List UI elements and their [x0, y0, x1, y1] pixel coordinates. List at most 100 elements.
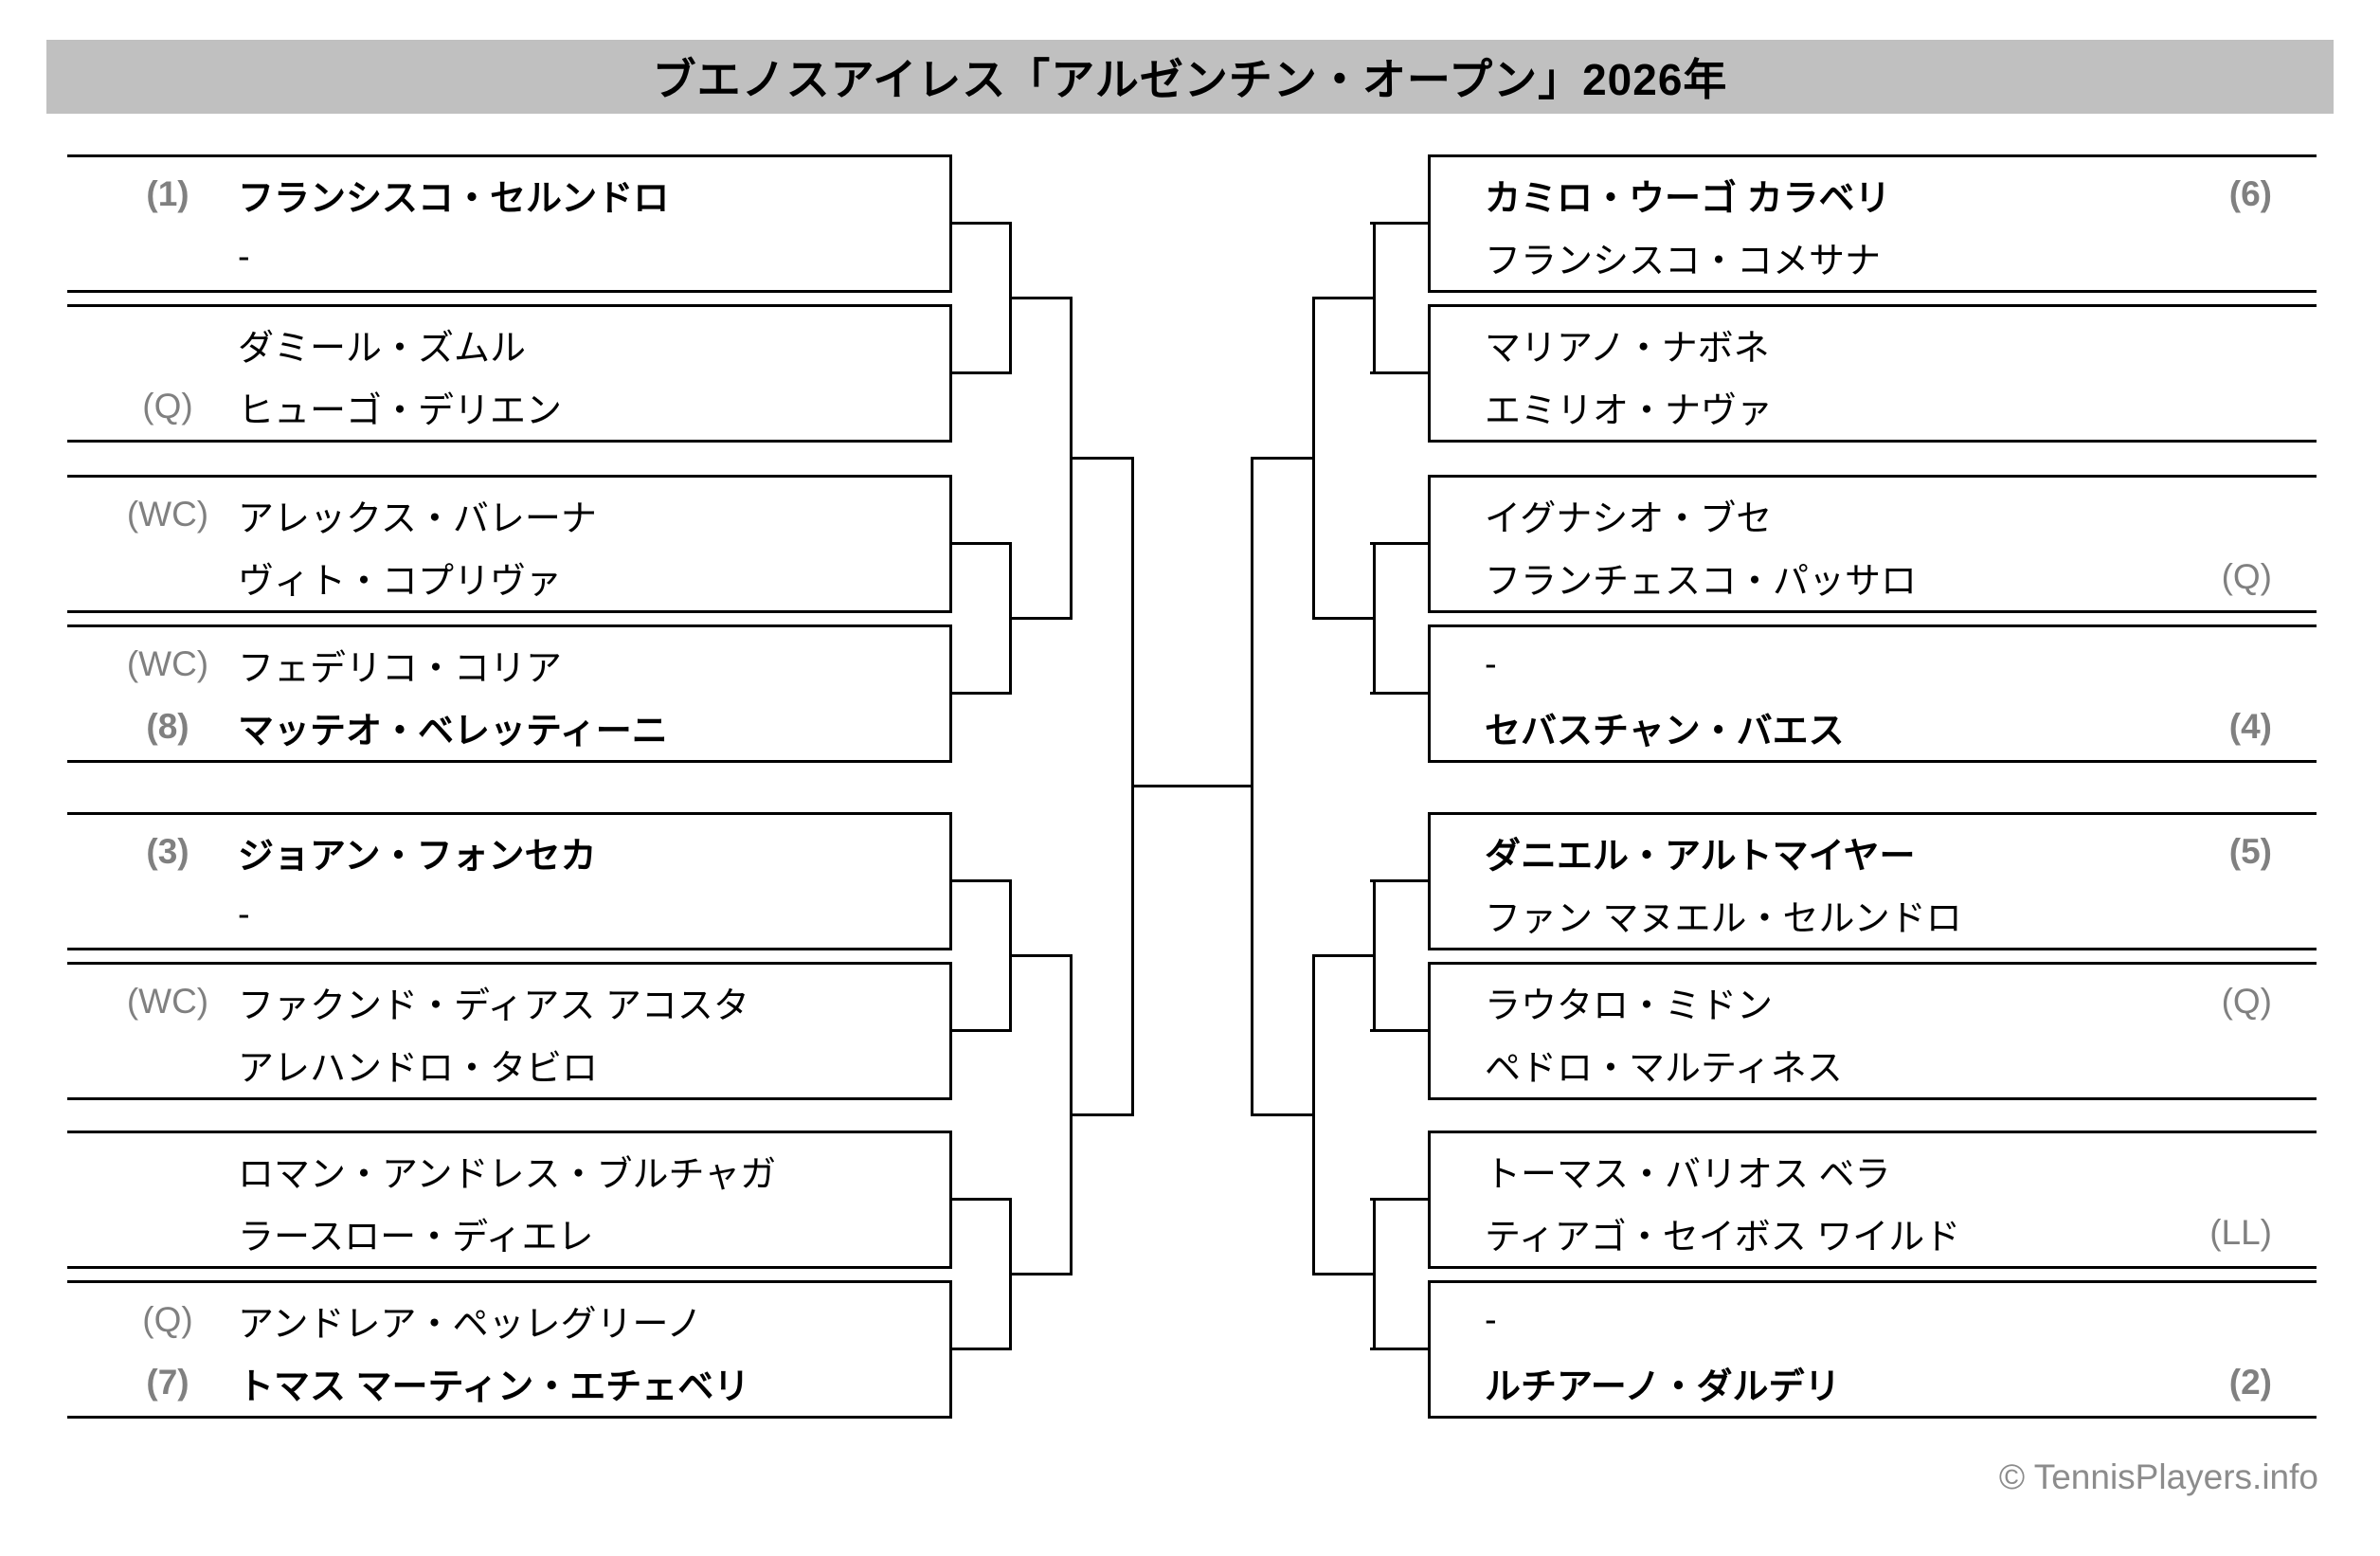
bracket-line: [1370, 879, 1431, 882]
player-name: -: [238, 894, 250, 934]
player-row: (WC) アレックス・バレーナ: [67, 484, 952, 545]
bracket-line: [1251, 457, 1315, 460]
player-name: ファクンド・ディアス アコスタ: [238, 986, 749, 1026]
bracket-line: [1312, 617, 1376, 620]
player-row: ロマン・アンドレス・ブルチャガ: [67, 1140, 952, 1201]
match-r2: マリアノ・ナボネ エミリオ・ナヴァ: [1428, 304, 2317, 443]
player-tag: (WC): [126, 495, 209, 534]
player-name: トマス マーティン・エチェベリ: [238, 1366, 750, 1407]
bracket-line: [1370, 222, 1431, 225]
player-tag: (Q): [2221, 982, 2272, 1021]
player-row: ダミール・ズムル: [67, 314, 952, 374]
bracket-line: [1312, 954, 1376, 957]
bracket-line: [950, 692, 1012, 695]
player-row: トーマス・バリオス ベラ: [1428, 1140, 2317, 1201]
player-row: (7) トマス マーティン・エチェベリ: [67, 1352, 952, 1413]
player-row: (Q)ヒューゴ・デリエン: [67, 376, 952, 437]
player-row: (Q) アンドレア・ペッレグリーノ: [67, 1290, 952, 1350]
match-r7: トーマス・バリオス ベラ ティアゴ・セイボス ワイルド(LL): [1428, 1131, 2317, 1269]
player-tag: (Q): [2221, 557, 2272, 596]
bracket-line: [950, 879, 1012, 882]
player-tag: (7): [146, 1363, 189, 1402]
match-l2: ダミール・ズムル (Q)ヒューゴ・デリエン: [67, 304, 952, 443]
player-row: -: [67, 226, 952, 287]
bracket-line: [1009, 617, 1073, 620]
bracket-line: [1009, 297, 1073, 299]
player-name: カミロ・ウーゴ カラベリ: [1485, 178, 1891, 219]
player-name: ラースロー・ディエレ: [238, 1217, 594, 1257]
player-name: ロマン・アンドレス・ブルチャガ: [238, 1154, 777, 1195]
player-row: アレハンドロ・タビロ: [67, 1034, 952, 1095]
match-r1: カミロ・ウーゴ カラベリ(6) フランシスコ・コメサナ: [1428, 154, 2317, 293]
bracket-line: [1370, 542, 1431, 545]
player-name: アレックス・バレーナ: [238, 498, 597, 539]
bracket-line: [1370, 1198, 1431, 1201]
player-tag: (1): [146, 174, 189, 213]
player-row: ティアゴ・セイボス ワイルド(LL): [1428, 1203, 2317, 1263]
player-name: イグナシオ・ブセ: [1485, 498, 1773, 539]
bracket-line: [1009, 1273, 1073, 1276]
player-name: エミリオ・ナヴァ: [1485, 390, 1774, 431]
player-row: ペドロ・マルティネス: [1428, 1034, 2317, 1095]
player-name: フェデリコ・コリア: [238, 648, 563, 689]
bracket-line: [950, 1029, 1012, 1032]
player-row: セバスチャン・バエス(4): [1428, 697, 2317, 757]
bracket-line: [950, 1198, 1012, 1201]
player-name: フランシスコ・セルンドロ: [238, 178, 670, 219]
bracket-line: [1312, 1273, 1376, 1276]
bracket-line: [950, 542, 1012, 545]
bracket-line: [1009, 954, 1073, 957]
player-tag: (2): [2228, 1363, 2272, 1402]
bracket-line: [1070, 457, 1134, 460]
match-l1: (1) フランシスコ・セルンドロ -: [67, 154, 952, 293]
player-name: -: [238, 236, 250, 277]
player-row: フランシスコ・コメサナ: [1428, 226, 2317, 287]
match-l3: (WC) アレックス・バレーナ ヴィト・コプリヴァ: [67, 475, 952, 613]
match-l8: (Q) アンドレア・ペッレグリーノ (7) トマス マーティン・エチェベリ: [67, 1280, 952, 1419]
player-row: (1) フランシスコ・セルンドロ: [67, 164, 952, 225]
player-tag: (Q): [142, 1300, 193, 1339]
player-row: ダニエル・アルトマイヤー(5): [1428, 822, 2317, 882]
match-r4: - セバスチャン・バエス(4): [1428, 624, 2317, 763]
player-name: ルチアーノ・ダルデリ: [1485, 1366, 1841, 1407]
player-name: アレハンドロ・タビロ: [238, 1048, 599, 1089]
bracket-line: [1131, 785, 1253, 787]
bracket-line: [950, 371, 1012, 374]
title-bar: ブエノスアイレス「アルゼンチン・オープン」2026年: [46, 40, 2334, 114]
footer-credit: © TennisPlayers.info: [1998, 1457, 2318, 1496]
player-row: マリアノ・ナボネ: [1428, 314, 2317, 374]
player-row: (8)マッテオ・ベレッティーニ: [67, 697, 952, 757]
match-r3: イグナシオ・ブセ フランチェスコ・パッサロ (Q): [1428, 475, 2317, 613]
player-row: ラースロー・ディエレ: [67, 1203, 952, 1263]
bracket-line: [1070, 1113, 1134, 1116]
player-row: (3)ジョアン・フォンセカ: [67, 822, 952, 882]
player-name: ペドロ・マルティネス: [1485, 1048, 1843, 1089]
bracket-line: [1370, 1348, 1431, 1350]
bracket-line: [1370, 692, 1431, 695]
player-name: マリアノ・ナボネ: [1485, 328, 1770, 369]
player-name: フランチェスコ・パッサロ: [1485, 561, 1918, 602]
player-row: ラウタロ・ミドン (Q): [1428, 971, 2317, 1032]
player-name: アンドレア・ペッレグリーノ: [238, 1304, 703, 1345]
player-name: ダニエル・アルトマイヤー: [1485, 836, 1916, 877]
bracket-line: [1312, 297, 1376, 299]
page-title: ブエノスアイレス「アルゼンチン・オープン」2026年: [652, 55, 1728, 104]
player-row: フランチェスコ・パッサロ (Q): [1428, 547, 2317, 607]
player-tag: (WC): [126, 982, 209, 1021]
bracket-line: [1370, 371, 1431, 374]
match-l4: (WC) フェデリコ・コリア (8)マッテオ・ベレッティーニ: [67, 624, 952, 763]
player-tag: (WC): [126, 644, 209, 683]
match-r5: ダニエル・アルトマイヤー(5) ファン マヌエル・セルンドロ: [1428, 812, 2317, 950]
match-r8: - ルチアーノ・ダルデリ(2): [1428, 1280, 2317, 1419]
match-r6: ラウタロ・ミドン (Q) ペドロ・マルティネス: [1428, 962, 2317, 1100]
player-name: ジョアン・フォンセカ: [238, 836, 597, 877]
player-row: -: [1428, 634, 2317, 695]
player-name: ヴィト・コプリヴァ: [238, 561, 563, 602]
player-name: ティアゴ・セイボス ワイルド: [1485, 1217, 1961, 1257]
player-row: カミロ・ウーゴ カラベリ(6): [1428, 164, 2317, 225]
player-name: セバスチャン・バエス: [1485, 711, 1845, 751]
player-name: トーマス・バリオス ベラ: [1485, 1154, 1891, 1195]
player-name: ラウタロ・ミドン: [1485, 986, 1774, 1026]
bracket-line: [1251, 1113, 1315, 1116]
